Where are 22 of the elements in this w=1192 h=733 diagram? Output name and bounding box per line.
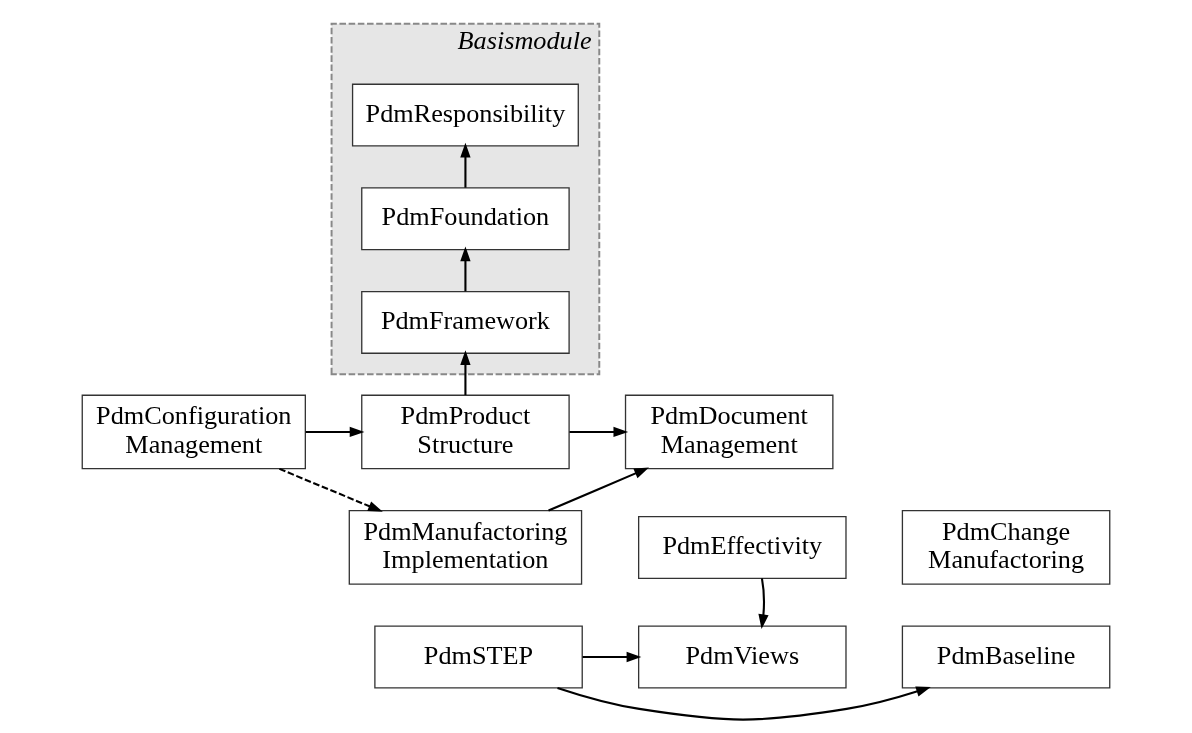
arrow xyxy=(557,686,931,721)
arrow xyxy=(569,426,629,438)
arrow xyxy=(460,350,471,396)
arrow xyxy=(548,467,649,512)
arrow xyxy=(758,578,769,630)
node-box: PdmFramework xyxy=(361,290,570,354)
node-box: PdmViews xyxy=(638,625,847,689)
node-box: PdmManufactoring Implementation xyxy=(348,510,583,585)
node-box: PdmSTEP xyxy=(374,625,583,689)
node-box: PdmConfiguration Management xyxy=(81,394,306,470)
node-box: PdmProduct Structure xyxy=(361,394,570,470)
node-box: PdmDocument Management xyxy=(624,394,834,470)
arrow xyxy=(279,467,383,512)
node-box: PdmEffectivity xyxy=(638,515,847,579)
arrow xyxy=(582,651,642,663)
node-box: PdmBaseline xyxy=(901,625,1111,689)
node-box: PdmChange Manufactoring xyxy=(901,510,1111,585)
arrow xyxy=(460,246,471,292)
node-box: PdmFoundation xyxy=(361,187,570,251)
arrow xyxy=(305,426,365,438)
node-box: PdmResponsibility xyxy=(351,83,579,147)
arrow xyxy=(460,142,471,188)
